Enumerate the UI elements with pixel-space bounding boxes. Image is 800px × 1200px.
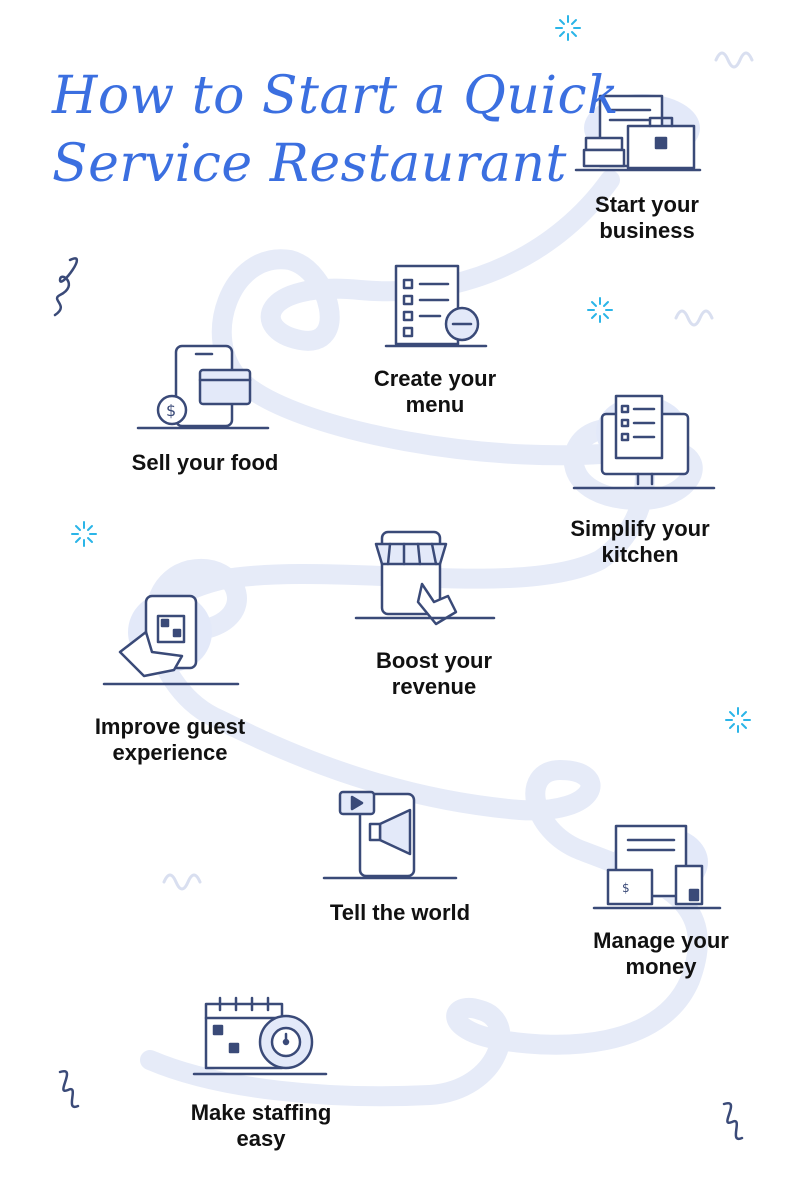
step-label-line: Sell your food [131,450,279,475]
kitchen-display-monitor-icon [572,394,716,490]
swirl-icon [58,1069,80,1109]
step-label-tell-world: Tell the world [308,900,492,926]
step-label-line: business [599,218,695,243]
step-label-line: easy [236,1126,286,1151]
step-label-line: Make staffing [190,1100,332,1125]
step-label-line: revenue [391,674,477,699]
video-megaphone-phone-icon [322,790,458,880]
step-label-line: Start your [595,192,699,217]
sparkle-icon [555,15,581,41]
swirl-icon [722,1101,744,1141]
menu-checklist-icon [384,264,488,348]
step-label-start-business: Start your business [572,192,722,244]
swirl-icon [53,257,78,317]
sparkle-icon [725,707,751,733]
qr-code-phone-hand-icon [102,592,240,686]
swirl-icon [714,51,754,69]
svg-text:$: $ [166,401,176,420]
swirl-icon [674,309,714,327]
swirl-icon [162,873,202,891]
step-label-line: Improve guest [94,714,246,739]
sparkle-icon [587,297,613,323]
page-title-line1: How to Start a Quick [52,66,620,126]
step-label-line: menu [405,392,465,417]
step-label-create-menu: Create your menu [360,366,510,418]
step-label-boost-revenue: Boost your revenue [356,648,512,700]
step-label-simplify-kitchen: Simplify your kitchen [552,516,728,568]
step-label-make-staffing: Make staffing easy [170,1100,352,1152]
svg-text:$: $ [622,881,630,895]
step-label-line: money [625,954,697,979]
step-label-manage-money: Manage your money [576,928,746,980]
step-label-line: Create your [373,366,497,391]
step-label-improve-guest: Improve guest experience [72,714,268,766]
step-label-line: experience [112,740,228,765]
page-title-line2: Service Restaurant [52,134,567,194]
step-label-sell-food: Sell your food [110,450,300,476]
online-store-tap-icon [354,530,496,626]
step-label-line: Simplify your [570,516,710,541]
calendar-gear-icon [192,996,328,1076]
step-label-line: Tell the world [329,900,471,925]
step-label-line: Boost your [375,648,493,673]
sparkle-icon [71,521,97,547]
invoice-wallet-calculator-icon: $ [592,824,722,910]
step-label-line: kitchen [601,542,679,567]
step-label-line: Manage your [593,928,729,953]
phone-card-payment-icon: $ [136,344,270,430]
business-documents-briefcase-icon [574,94,702,172]
